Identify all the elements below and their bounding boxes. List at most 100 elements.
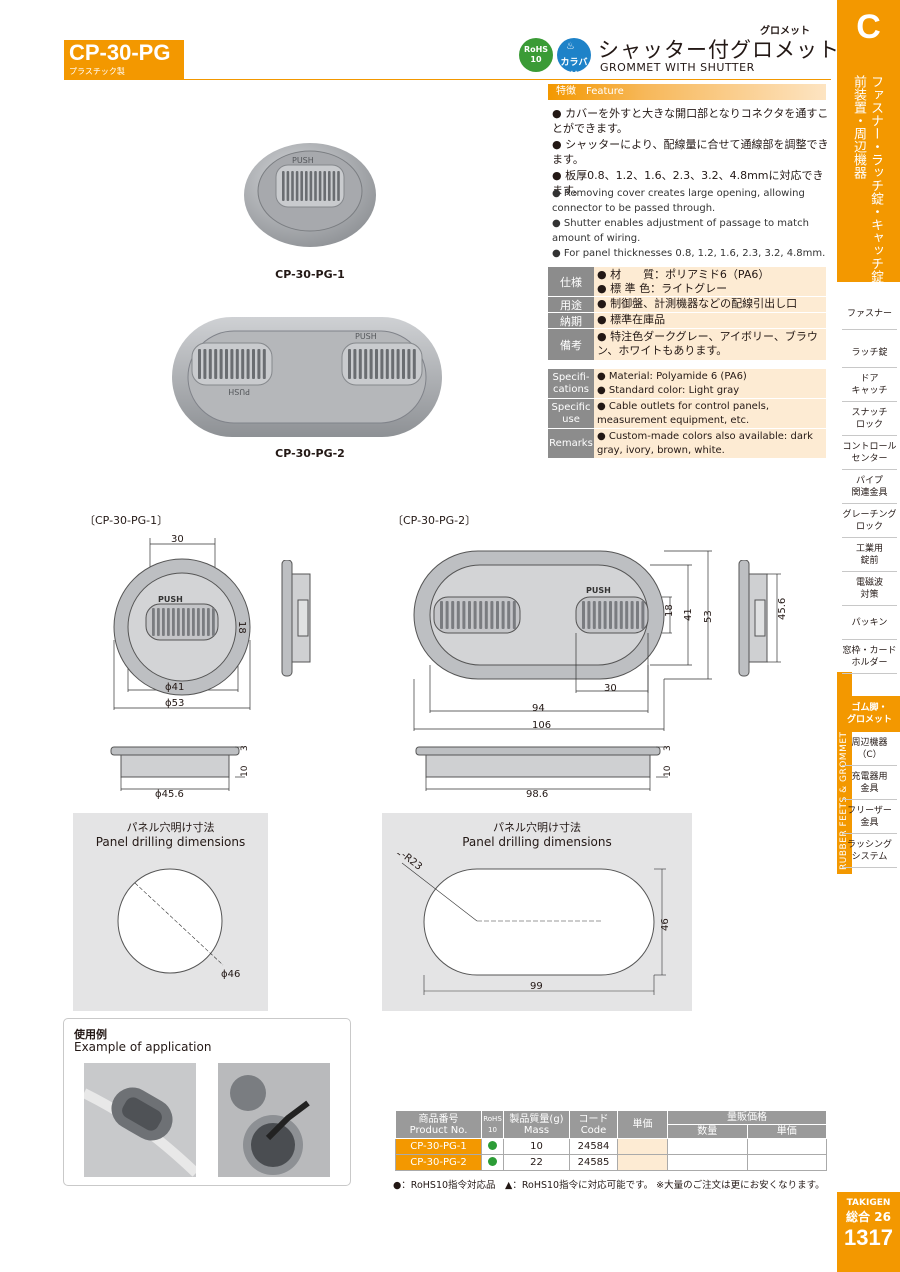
spec-value-en: ● Custom-made colors also available: dar… [594,429,826,459]
th-bulk-unit: 単価 [746,1124,827,1139]
panel-drilling-box-pg1: パネル穴明け寸法 Panel drilling dimensions ϕ46 [73,813,268,1011]
sidebar-item[interactable]: 工業用錠前 [842,538,897,572]
sidebar-item[interactable]: パッキン [842,606,897,640]
th-qty: 数量 [667,1124,748,1139]
dim-d46: ϕ46 [221,969,240,980]
push-label: PUSH [158,595,183,604]
th-mass: 製品質量(g)Mass [503,1110,570,1139]
feature-item-en: ● For panel thicknesses 0.8, 1.2, 1.6, 2… [552,248,826,259]
spec-value-en: ● Material: Polyamide 6 (PA6)● Standard … [594,369,826,399]
dim-30: 30 [171,534,184,545]
dim-53: 53 [703,610,714,623]
sidebar-item[interactable]: コントロールセンター [842,436,897,470]
dim-10: 10 [240,765,250,777]
drawing-label: 〔CP-30-PG-1〕 [84,514,169,527]
spec-label-en: Remarks [548,429,594,459]
sidebar-item[interactable]: グレーチングロック [842,504,897,538]
section-letter: C [856,8,881,46]
table-row: CP-30-PG-1 10 24584 [395,1138,827,1155]
spec-label: 用途 [548,297,594,313]
dim-3: 3 [663,745,673,751]
application-title-en: Example of application [74,1040,212,1054]
cell-code: 24584 [569,1138,618,1155]
push-label: PUSH [355,332,377,341]
feature-item: ● カバーを外すと大きな開口部となりコネクタを通すことができます。 [552,107,829,135]
sidebar-item[interactable]: 周辺機器（C） [842,732,897,766]
drawing-pg2-front: PUSH 30 94 106 18 41 53 [413,550,714,731]
brand: TAKIGEN [846,1198,891,1208]
spec-value: ● 材 質：ポリアミド6（PA6）● 標 準 色：ライトグレー [594,267,826,297]
rohs-dot-icon [481,1138,504,1155]
feature-item-en: ● Shutter enables adjustment of passage … [552,218,809,244]
sidebar-item[interactable]: ラッシングシステム [842,834,897,868]
dim-2-r23: 2-R23 [394,853,424,873]
spec-label-en: Specifi-cations [548,369,594,399]
sidebar-item[interactable]: フリーザー金具 [842,800,897,834]
application-title: 使用例 [74,1028,107,1041]
photo-caption: CP-30-PG-2 [275,447,345,460]
dim-99: 99 [530,981,543,992]
photo-caption: CP-30-PG-1 [275,268,345,281]
cell-qty [667,1154,748,1171]
feature-header: 特徴 Feature [548,84,826,100]
sidebar-item[interactable]: 充電器用金具 [842,766,897,800]
spec-label: 備考 [548,329,594,361]
drawing-pg1-side [281,560,311,677]
sidebar-item[interactable]: スナッチロック [842,402,897,436]
cell-code: 24585 [569,1154,618,1171]
page-title: シャッター付グロメット [598,38,840,62]
sidebar-item[interactable]: ラッチ錠 [842,338,897,368]
sidebar-item[interactable]: ファスナー [842,298,897,330]
th-unit-price: 単価 [617,1110,668,1139]
rohs-dot-icon [481,1154,504,1171]
drawing-pg1-bottom: ϕ45.6 3 10 [110,745,250,800]
panel-hole-pg2: 2-R23 46 99 [394,853,671,995]
dim-d41: ϕ41 [165,682,184,693]
th-bulk-price: 量販価格 [667,1110,827,1125]
page-title-en: GROMMET WITH SHUTTER [600,61,755,74]
spec-value-en: ● Cable outlets for control panels, meas… [594,399,826,429]
panel-drilling-box-pg2: パネル穴明け寸法 Panel drilling dimensions 2-R23… [382,813,692,1011]
push-label: PUSH [586,586,611,595]
sidebar-item[interactable]: パイプ関連金具 [842,470,897,504]
sidebar-item[interactable]: 電磁波対策 [842,572,897,606]
panel-hole-pg1: ϕ46 [117,868,240,980]
drawing-label: 〔CP-30-PG-2〕 [392,514,477,527]
drawing-pg1-front: PUSH 30 ϕ41 ϕ53 18 [113,534,251,710]
product-photo-pg1: PUSH [244,143,376,247]
sidebar-active-highlight [837,696,900,732]
product-photo-pg2: PUSH PUSH [172,317,442,437]
table-row: CP-30-PG-2 22 24585 [395,1154,827,1171]
dim-41: 41 [683,608,694,621]
spec-value: ● 特注色ダークグレー、アイボリー、ブラウン、ホワイトもあります。 [594,329,826,361]
sidebar-item[interactable]: ゴム脚・グロメット [846,703,892,725]
application-photo-2 [218,1063,330,1177]
dim-d45-6: ϕ45.6 [155,789,184,800]
application-box: 使用例 Example of application [63,1018,351,1186]
color-variation-badge-icon: ♨カラバリ [557,38,591,81]
drawing-pg2-bottom: 98.6 3 10 [415,745,673,800]
sidebar-item[interactable]: ドアキャッチ [842,368,897,402]
dim-3: 3 [240,745,250,751]
application-photo-1 [84,1063,196,1177]
cell-price [617,1138,668,1155]
dim-98-6: 98.6 [526,789,548,800]
sidebar-section-tab [837,0,900,282]
spec-label-en: Specific use [548,399,594,429]
catalog-volume: 総合 26 [846,1210,891,1224]
push-label: PUSH [292,156,314,165]
page-footer-tab: TAKIGEN 総合 26 1317 [837,1192,900,1272]
dim-46: 46 [660,918,671,931]
panel-title: パネル穴明け寸法 [126,821,215,834]
sidebar-item[interactable]: 窓枠・カードホルダー [842,640,897,674]
spec-value: ● 制御盤、計測機器などの配線引出し口 [594,297,826,313]
dim-106: 106 [532,720,551,731]
panel-title-en: Panel drilling dimensions [95,835,246,849]
dim-d53: ϕ53 [165,698,184,709]
spec-value: ● 標準在庫品 [594,313,826,329]
